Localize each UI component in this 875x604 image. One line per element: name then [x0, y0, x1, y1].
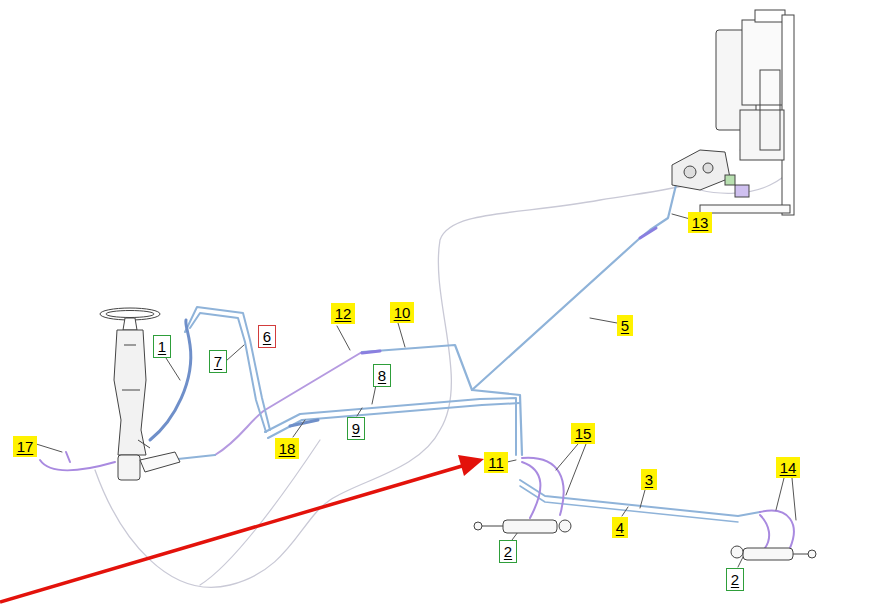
callout-number: 18 [275, 438, 300, 459]
callout-text: 17 [17, 438, 34, 455]
callout-number: 9 [347, 417, 365, 440]
callout-number: 11 [484, 452, 508, 473]
callout-text: 4 [616, 519, 624, 536]
callout-text: 2 [504, 543, 512, 560]
callout-number: 6 [258, 325, 276, 348]
callout-text: 11 [488, 454, 504, 471]
callout-text: 6 [263, 328, 271, 345]
callout-number: 2 [499, 540, 517, 563]
callout-number: 17 [13, 436, 38, 457]
callout-text: 12 [335, 305, 352, 322]
callout-number: 5 [617, 315, 633, 336]
callout-number: 2 [726, 568, 744, 591]
callout-text: 8 [378, 367, 386, 384]
callout-number: 12 [331, 303, 356, 324]
callout-number: 3 [641, 469, 657, 490]
callout-number: 10 [390, 302, 415, 323]
callout-number: 4 [612, 517, 628, 538]
callout-text: 15 [575, 425, 592, 442]
callout-text: 5 [621, 317, 629, 334]
callout-text: 9 [352, 420, 360, 437]
callout-number: 7 [209, 350, 227, 373]
callout-text: 14 [780, 459, 797, 476]
callout-number: 13 [688, 212, 713, 233]
callout-text: 7 [214, 353, 222, 370]
callout-number: 8 [373, 364, 391, 387]
callout-text: 18 [279, 440, 296, 457]
callout-number: 15 [571, 423, 596, 444]
callout-number: 1 [153, 335, 171, 358]
callout-text: 3 [645, 471, 653, 488]
callout-text: 10 [394, 304, 411, 321]
callout-text: 1 [158, 338, 166, 355]
callout-text: 2 [731, 571, 739, 588]
callout-text: 13 [692, 214, 709, 231]
callout-number: 14 [776, 457, 801, 478]
